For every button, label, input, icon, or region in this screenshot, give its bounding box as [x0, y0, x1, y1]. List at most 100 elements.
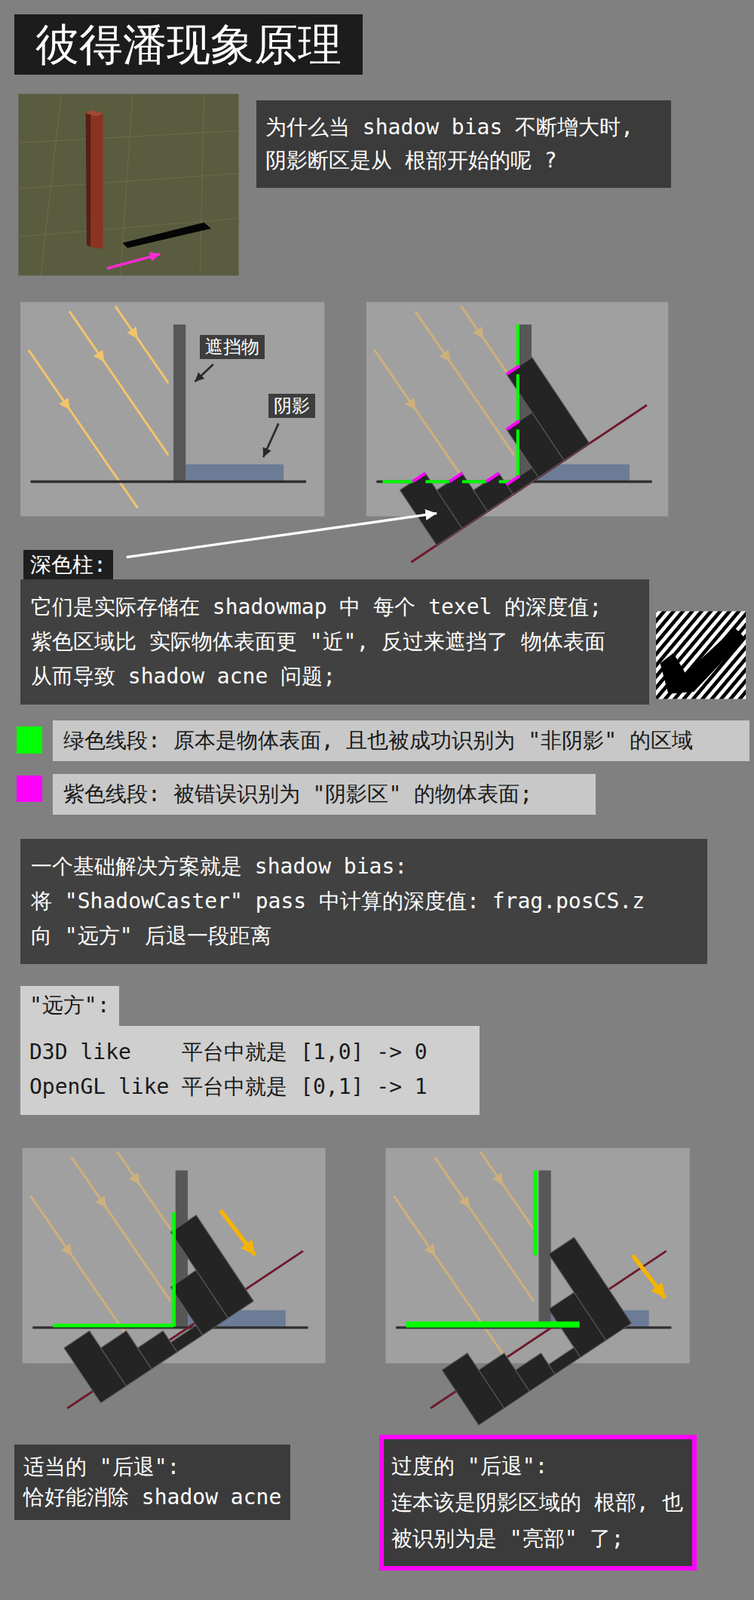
note-text: 一个基础解决方案就是 shadow bias:: [30, 849, 697, 884]
acne-segment: [506, 420, 520, 430]
floor-grid: [120, 93, 133, 276]
pointer-arrow: [126, 512, 437, 557]
scene-render: [18, 93, 239, 276]
lit-segment: [533, 1170, 537, 1255]
legend-swatch: [16, 775, 43, 802]
lit-segment: [516, 373, 520, 421]
lit-segment: [382, 479, 413, 483]
light-ray: [434, 1156, 534, 1301]
light-ray: [117, 1151, 171, 1229]
acne-segment: [506, 365, 520, 374]
panel-scene: [22, 1147, 326, 1408]
acne-segment: [506, 475, 520, 485]
acne-sample: [655, 610, 746, 699]
question-text: 为什么当 shadow bias 不断增大时, 阴影断区是从 根部开始的呢 ?: [265, 110, 663, 178]
acne-sample: [660, 627, 745, 694]
bias-arrow: [632, 1254, 666, 1298]
lit-segment: [52, 1323, 174, 1328]
floor-grid: [40, 93, 62, 276]
occluder: [538, 1170, 551, 1328]
acne-segment: [486, 472, 500, 482]
lit-segment: [406, 1170, 580, 1325]
legend-text: 紫色线段: 被错误识别为 "阴影区" 的物体表面;: [52, 773, 596, 815]
caption-text: 恰好能消除 shadow acne: [23, 1481, 282, 1512]
note-box: 它们是实际存储在 shadowmap 中 每个 texel 的深度值; 紫色区域…: [20, 579, 650, 705]
light-ray: [393, 1195, 503, 1354]
depth-column: [170, 1214, 254, 1318]
lit-segment: [171, 1211, 176, 1327]
legend-text: 绿色线段: 原本是物体表面, 且也被成功识别为 "非阴影" 的区域: [52, 720, 750, 761]
shadow-area: [185, 463, 284, 482]
depth-column: [170, 1324, 203, 1352]
pillar-side: [85, 110, 92, 247]
acne-segment: [412, 365, 519, 485]
depth-column: [506, 467, 539, 494]
gap-arrow: [107, 254, 160, 269]
solution-box: 一个基础解决方案就是 shadow bias:将 "ShadowCaster" …: [20, 838, 708, 964]
note-text: "远方":: [20, 985, 120, 1026]
lit-segment: [462, 479, 487, 483]
panel-scene: [20, 301, 325, 516]
depth-column: [473, 472, 513, 512]
depth-column: [137, 1330, 177, 1369]
acne-segment: [449, 472, 463, 482]
lit-segment: [382, 324, 518, 482]
leader-arrow: [263, 422, 279, 457]
light-ray: [71, 1156, 171, 1301]
ground-line: [30, 480, 307, 483]
panel-scene: [20, 301, 325, 516]
light-ray: [415, 311, 515, 456]
acne-segment: [412, 472, 426, 482]
depth-column: [421, 1236, 632, 1425]
panel-scene: [366, 301, 669, 562]
pillar-shadow: [122, 222, 212, 249]
lit-segment: [425, 479, 450, 483]
occluder: [173, 324, 186, 482]
depth-column: [478, 1352, 530, 1408]
caption-text: 连本该是阴影区域的 根部, 也被识别为是 "亮部" 了;: [391, 1483, 685, 1557]
panel-scene: [22, 1147, 326, 1363]
caption-box: 适当的 "后退":恰好能消除 shadow acne: [14, 1443, 291, 1520]
floor-grid: [18, 130, 239, 143]
light-ray: [461, 306, 515, 384]
depth-column: [548, 1346, 581, 1374]
acne-sample: [655, 610, 746, 699]
note-text: 它们是实际存储在 shadowmap 中 每个 texel 的深度值; 紫色区域…: [30, 589, 620, 694]
page-title: 彼得潘现象原理: [14, 14, 363, 75]
depth-column: [43, 1214, 255, 1403]
caption-text: 过度的 "后退":: [391, 1447, 685, 1484]
lit-segment: [516, 324, 520, 366]
light-ray: [480, 1151, 534, 1229]
panel-scene: [386, 1147, 690, 1363]
floor-grid: [199, 93, 204, 276]
caption-text: 适当的 "后退":: [23, 1451, 282, 1482]
note-box: "远方":D3D like 平台中就是 [1,0] -> 0OpenGL lik…: [20, 985, 480, 1115]
lit-segment: [52, 1211, 174, 1327]
light-ray: [28, 306, 169, 509]
heading-tab: 深色柱:: [23, 549, 114, 580]
acne-sample: [655, 610, 746, 699]
depth-column: [101, 1330, 152, 1386]
label-text: 阴影: [273, 394, 310, 417]
callout-label: 阴影: [268, 393, 316, 418]
question-box: 为什么当 shadow bias 不断增大时, 阴影断区是从 根部开始的呢 ?: [256, 100, 672, 188]
legend-swatch: [16, 726, 43, 754]
callout-label: 遮挡物: [199, 334, 265, 359]
bias-arrow: [220, 1209, 255, 1255]
label-text: 遮挡物: [205, 335, 260, 359]
depth-column: [515, 1352, 555, 1392]
lit-segment: [516, 429, 520, 476]
pillar-front: [90, 110, 103, 249]
light-ray: [28, 349, 138, 509]
lit-segment: [406, 1321, 580, 1328]
light-ray: [374, 306, 515, 509]
leader-arrow: [194, 364, 213, 382]
note-text: 将 "ShadowCaster" pass 中计算的深度值: frag.posC…: [30, 883, 661, 954]
note-text: D3D like 平台中就是 [1,0] -> 0: [20, 1025, 480, 1070]
light-ray: [115, 306, 169, 384]
note-text: OpenGL like 平台中就是 [0,1] -> 1: [20, 1069, 480, 1115]
light-ray: [69, 311, 169, 456]
panel-scene: [386, 1147, 690, 1425]
light-ray: [30, 1195, 141, 1354]
